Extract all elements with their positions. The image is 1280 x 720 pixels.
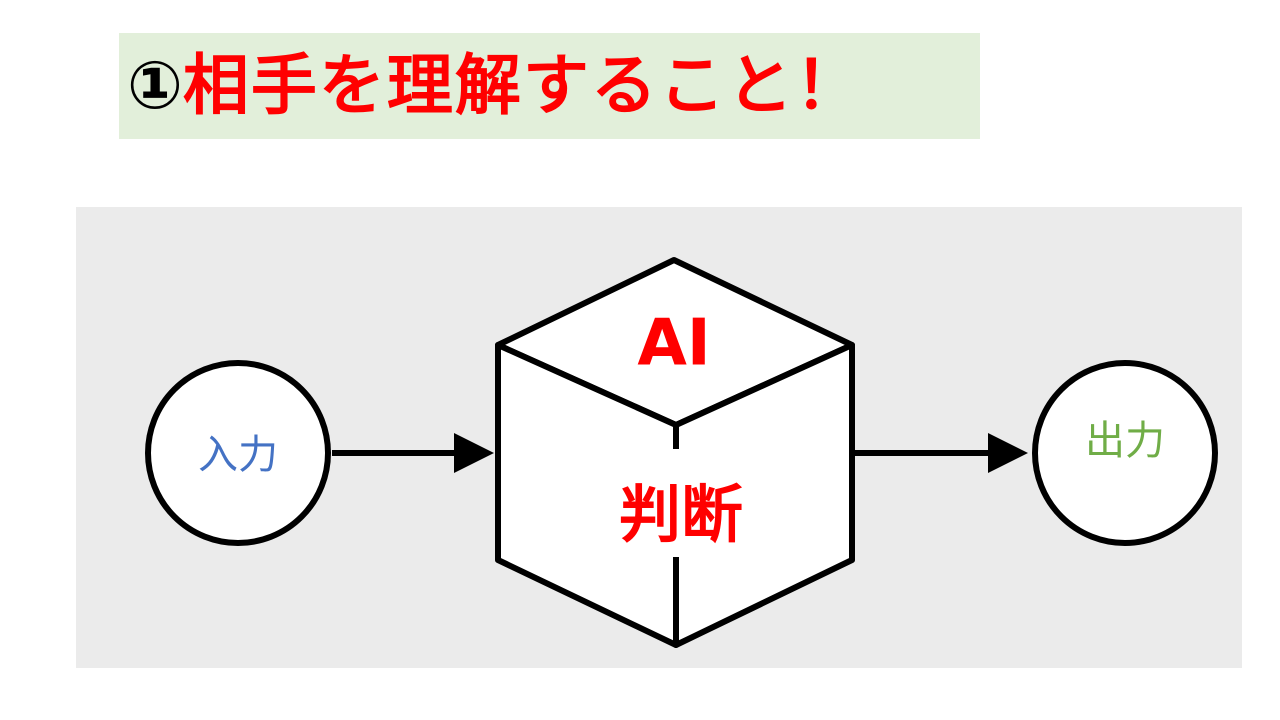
input-node: 入力 bbox=[145, 360, 331, 546]
cube-ai-label: AI bbox=[637, 307, 710, 381]
cube-judgment-label: 判断 bbox=[619, 478, 743, 551]
input-arrow bbox=[332, 433, 494, 473]
input-circle bbox=[145, 360, 331, 546]
input-arrow-head bbox=[454, 433, 494, 473]
diagram-canvas: 入力 AI 判断 出力 bbox=[145, 257, 1218, 648]
output-circle bbox=[1032, 360, 1218, 546]
title-text: 相手を理解すること！ bbox=[182, 47, 863, 124]
output-arrow-head bbox=[988, 433, 1028, 473]
ai-flow-diagram: 入力 AI 判断 出力 bbox=[76, 207, 1242, 668]
output-label: 出力 bbox=[1085, 418, 1165, 464]
output-arrow bbox=[852, 433, 1028, 473]
output-node: 出力 bbox=[1032, 360, 1218, 546]
cube-label-backdrop bbox=[596, 447, 756, 567]
title-number: ① bbox=[127, 47, 183, 124]
ai-cube: AI 判断 bbox=[495, 257, 855, 648]
input-label: 入力 bbox=[198, 432, 278, 478]
